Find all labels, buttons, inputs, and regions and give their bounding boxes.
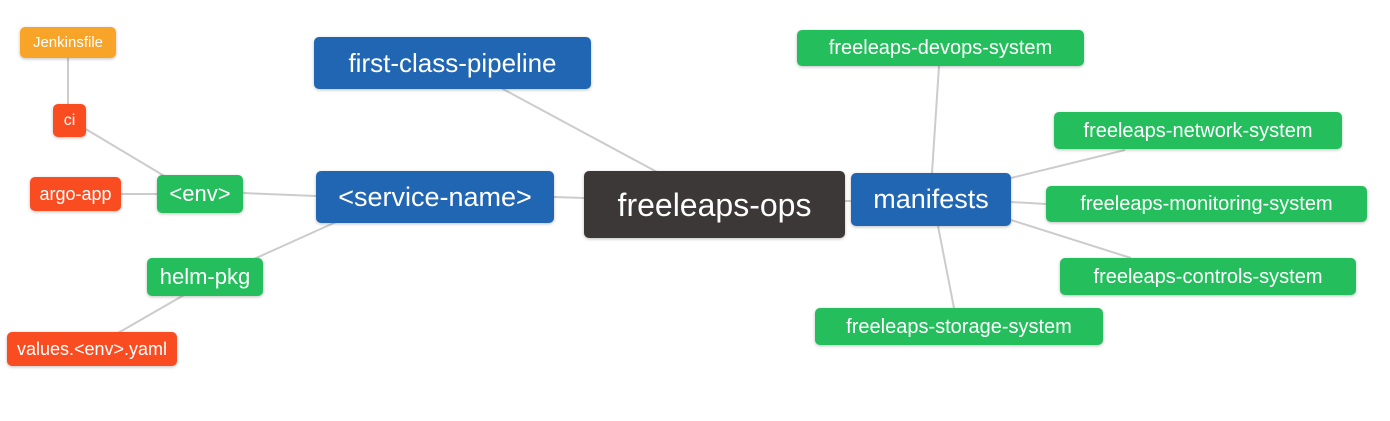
node-label: ci (63, 111, 76, 129)
node-label: manifests (873, 184, 989, 214)
node-label: freeleaps-storage-system (846, 315, 1072, 338)
edge-manifests-to-freeleaps-monitoring-system (1010, 201, 1047, 205)
edge-manifests-to-freeleaps-controls-system (1010, 219, 1132, 259)
node-label: <service-name> (338, 181, 532, 212)
node-env[interactable]: <env> (157, 175, 243, 213)
node-label: freeleaps-monitoring-system (1080, 193, 1333, 215)
edge-manifests-to-freeleaps-storage-system (937, 225, 955, 309)
node-label: <env> (169, 181, 231, 206)
node-label: freeleaps-devops-system (828, 37, 1053, 59)
edge-helm-pkg-to-values-env-yaml (117, 294, 185, 334)
node-helm-pkg[interactable]: helm-pkg (147, 258, 263, 296)
edge-first-class-pipeline-to-freeleaps-ops (500, 87, 658, 173)
node-freeleaps-controls-system[interactable]: freeleaps-controls-system (1060, 258, 1356, 295)
node-freeleaps-ops[interactable]: freeleaps-ops (584, 171, 845, 238)
node-freeleaps-network-system[interactable]: freeleaps-network-system (1054, 112, 1342, 149)
node-freeleaps-storage-system[interactable]: freeleaps-storage-system (815, 308, 1103, 345)
edge-manifests-to-freeleaps-network-system (1010, 149, 1126, 179)
node-label: Jenkinsfile (32, 34, 104, 51)
node-label: first-class-pipeline (348, 48, 557, 78)
node-label: argo-app (39, 184, 112, 204)
node-service-name[interactable]: <service-name> (316, 171, 554, 223)
node-first-class-pipeline[interactable]: first-class-pipeline (314, 37, 591, 89)
node-manifests[interactable]: manifests (851, 173, 1011, 226)
edge-manifests-to-freeleaps-devops-system (931, 65, 940, 174)
edge-service-name-to-freeleaps-ops (553, 196, 585, 199)
edge-ci-to-env (83, 127, 167, 178)
node-jenkinsfile[interactable]: Jenkinsfile (20, 27, 116, 58)
node-argo-app[interactable]: argo-app (30, 177, 121, 211)
node-freeleaps-devops-system[interactable]: freeleaps-devops-system (797, 30, 1084, 66)
node-label: values.<env>.yaml (16, 339, 168, 359)
edge-service-name-to-helm-pkg (253, 221, 337, 260)
node-label: freeleaps-network-system (1083, 119, 1313, 142)
node-freeleaps-monitoring-system[interactable]: freeleaps-monitoring-system (1046, 186, 1367, 222)
node-values-env-yaml[interactable]: values.<env>.yaml (7, 332, 177, 366)
node-label: freeleaps-ops (617, 186, 812, 223)
node-label: freeleaps-controls-system (1093, 265, 1323, 288)
edge-env-to-service-name (242, 192, 317, 197)
node-label: helm-pkg (159, 264, 251, 289)
node-ci[interactable]: ci (53, 104, 86, 137)
